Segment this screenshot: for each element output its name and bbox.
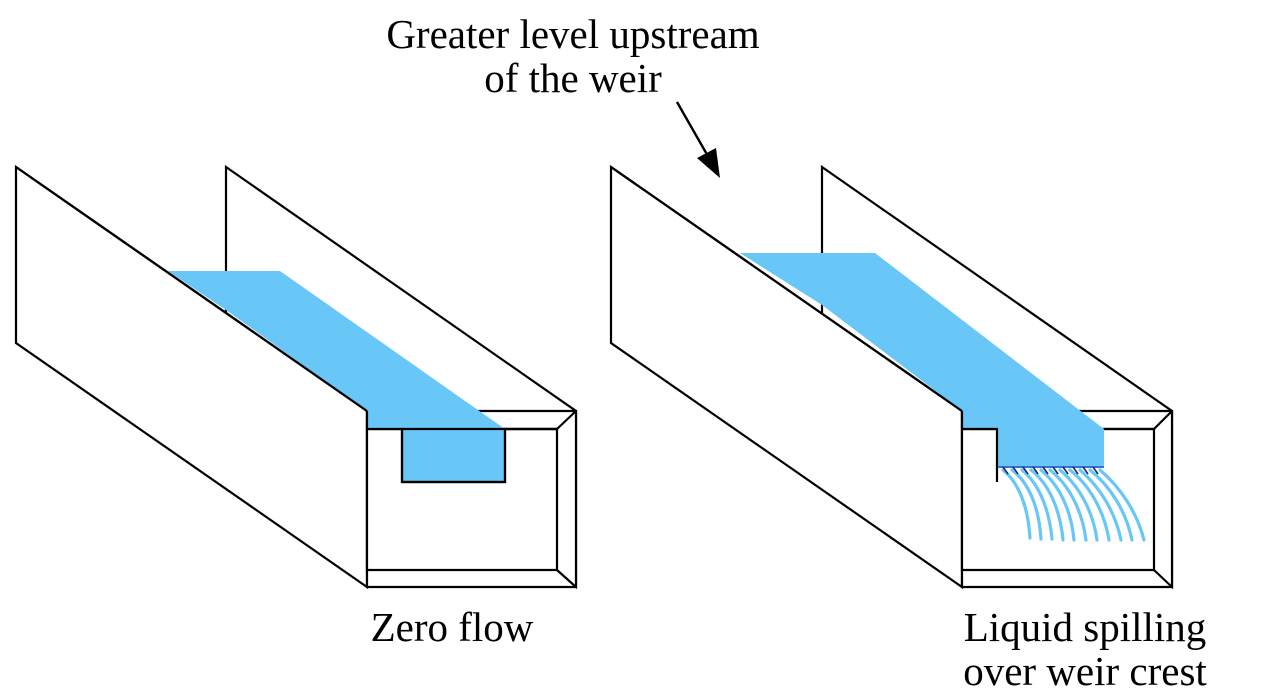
channel-zero-flow (14, 164, 578, 590)
spilling-caption: Liquid spilling over weir crest (940, 605, 1230, 693)
crest-ticks (1002, 466, 1099, 475)
channel-spilling (609, 164, 1174, 590)
liquid-surface-right (740, 253, 1104, 467)
upstream-level-label-line2: of the weir (484, 55, 662, 101)
zero-flow-caption: Zero flow (352, 605, 552, 649)
liquid-surface-left (168, 271, 505, 440)
spilling-caption-line2: over weir crest (963, 648, 1207, 694)
spilling-caption-line1: Liquid spilling (963, 604, 1207, 650)
bottom-bevel (556, 569, 577, 588)
zero-flow-caption-text: Zero flow (370, 604, 534, 650)
spill-streams (1001, 468, 1146, 542)
upstream-level-label: Greater level upstream of the weir (373, 12, 773, 100)
arrow-icon (675, 101, 720, 178)
upstream-level-label-line1: Greater level upstream (386, 11, 760, 57)
